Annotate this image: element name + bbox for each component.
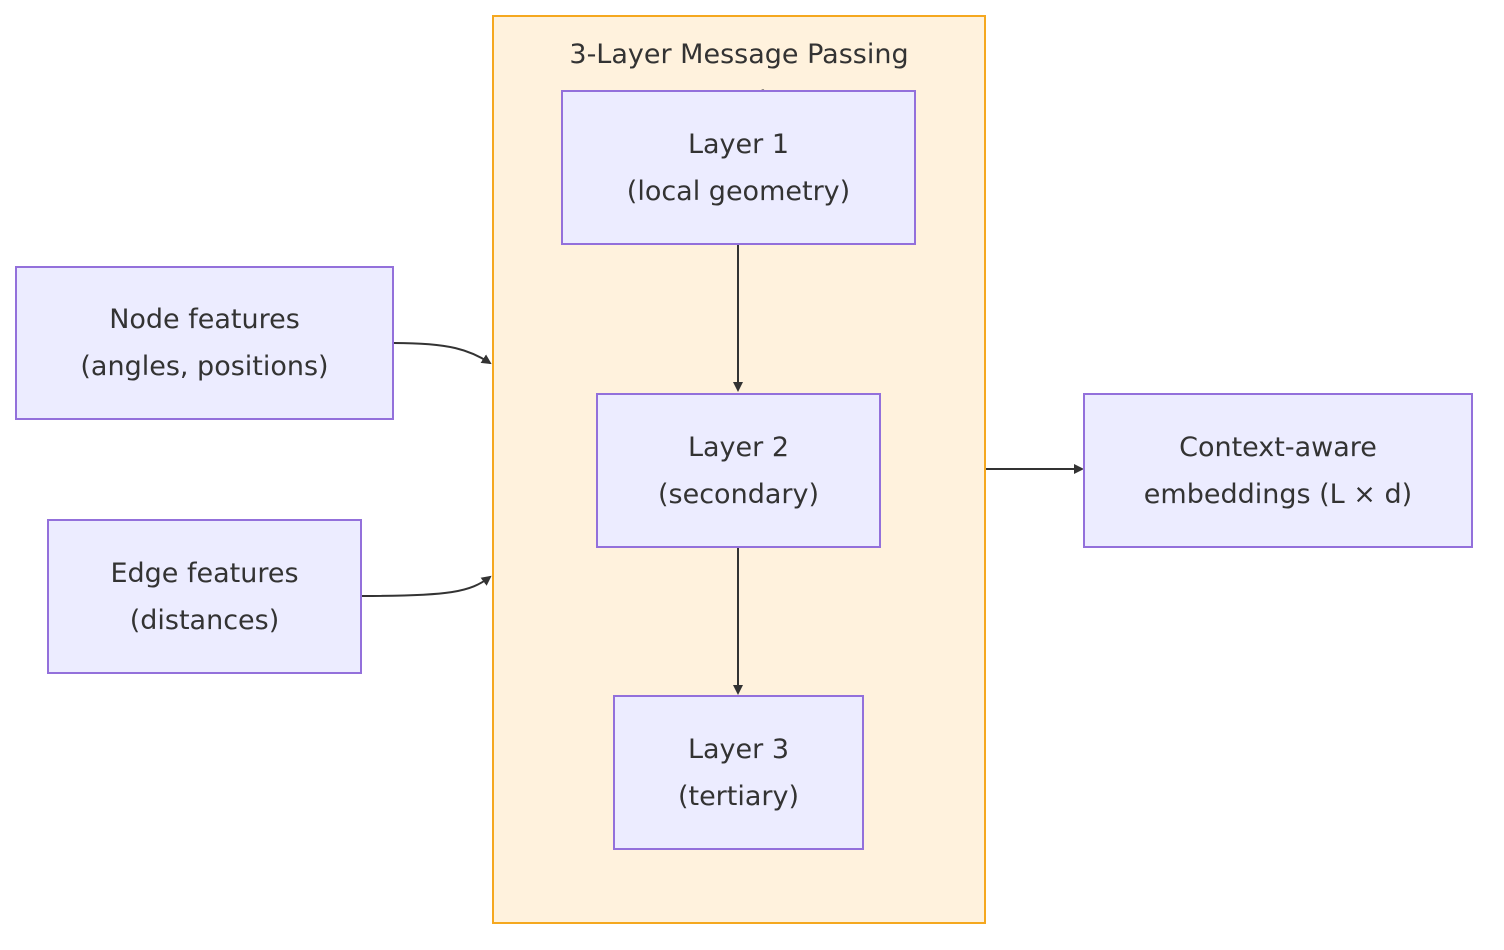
layer1-box: Layer 1 (local geometry) [561, 90, 916, 245]
node-features-subtitle: (angles, positions) [80, 351, 329, 382]
layer3-subtitle: (tertiary) [677, 780, 800, 812]
layer1-title: Layer 1 [687, 128, 790, 160]
edge-features-title: Edge features [110, 557, 299, 589]
layer2-box: Layer 2 (secondary) [596, 393, 881, 548]
output-subtitle: embeddings (L × d) [1143, 478, 1413, 510]
node-features-title: Node features [109, 304, 300, 335]
layer1-subtitle: (local geometry) [626, 175, 851, 207]
layer2-subtitle: (secondary) [658, 478, 819, 510]
output-title: Context-aware [1179, 431, 1377, 463]
layer3-box: Layer 3 (tertiary) [613, 695, 864, 850]
output-embeddings-box: Context-aware embeddings (L × d) [1083, 393, 1473, 548]
edge-features-box: Edge features (distances) [47, 519, 362, 674]
edge-edge-features-to-encoder [361, 575, 492, 597]
edge-node-features-to-encoder [393, 342, 492, 365]
layer3-title: Layer 3 [687, 733, 790, 765]
edge-features-subtitle: (distances) [129, 604, 280, 636]
layer2-title: Layer 2 [687, 431, 790, 463]
node-features-box: Node features (angles, positions) [15, 266, 394, 420]
encoder-cluster-title: 3-Layer Message Passing Encoder [569, 39, 909, 95]
